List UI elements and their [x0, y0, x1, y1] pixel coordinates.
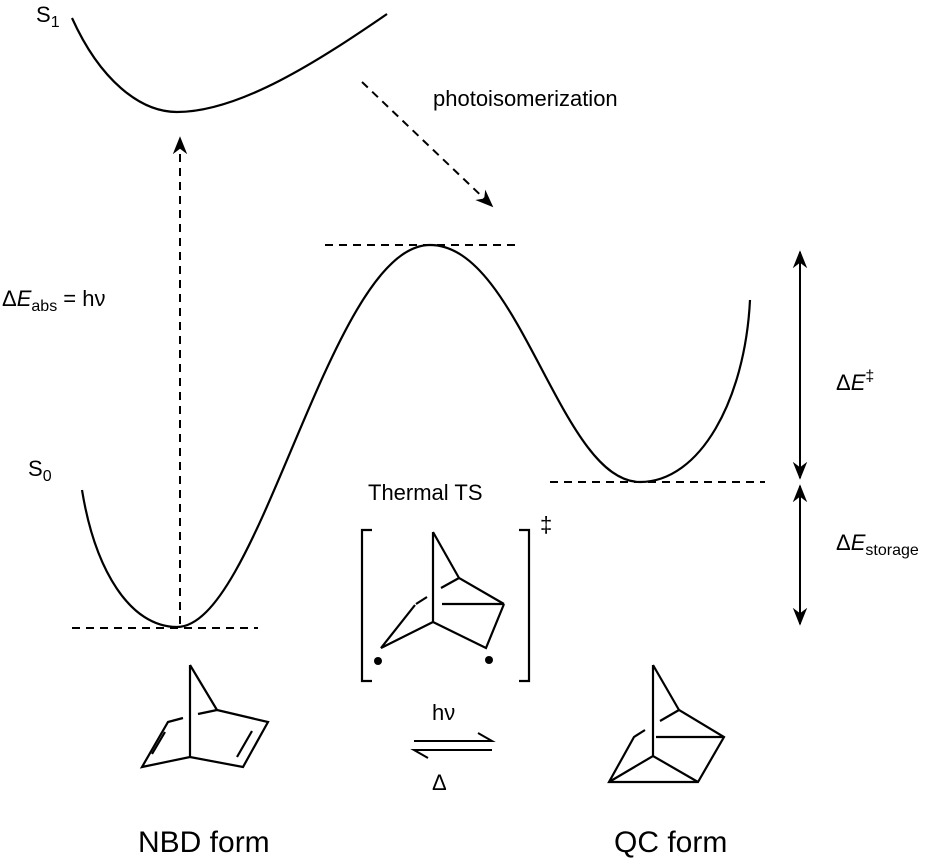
qc-form-label: QC form [614, 826, 728, 859]
s1-curve [70, 13, 388, 114]
right-bracket [519, 528, 531, 683]
radical-dots [374, 656, 493, 665]
s1-label: S1 [36, 2, 60, 31]
qc-molecule [607, 664, 726, 784]
storage-energy-label: ΔEstorage [836, 530, 919, 559]
equilibrium-arrows-icon [410, 732, 496, 759]
nbd-molecule [139, 664, 270, 769]
photoisomerization-label: photoisomerization [433, 86, 618, 111]
thermal-ts-structure [360, 528, 531, 683]
reverse-condition-label: Δ [432, 770, 447, 795]
activation-energy-label: ΔE‡ [836, 368, 875, 395]
thermal-ts-label: Thermal TS [368, 480, 483, 505]
ts-dagger: ‡ [540, 512, 553, 537]
photoisomerization-arrow [361, 81, 494, 208]
forward-condition-label: hν [432, 700, 456, 725]
nbd-form-label: NBD form [138, 826, 270, 859]
s0-curve [80, 243, 752, 629]
s0-label: S0 [28, 456, 52, 485]
absorption-energy-label: ΔEabs = hν [2, 286, 106, 315]
left-bracket [360, 528, 372, 683]
